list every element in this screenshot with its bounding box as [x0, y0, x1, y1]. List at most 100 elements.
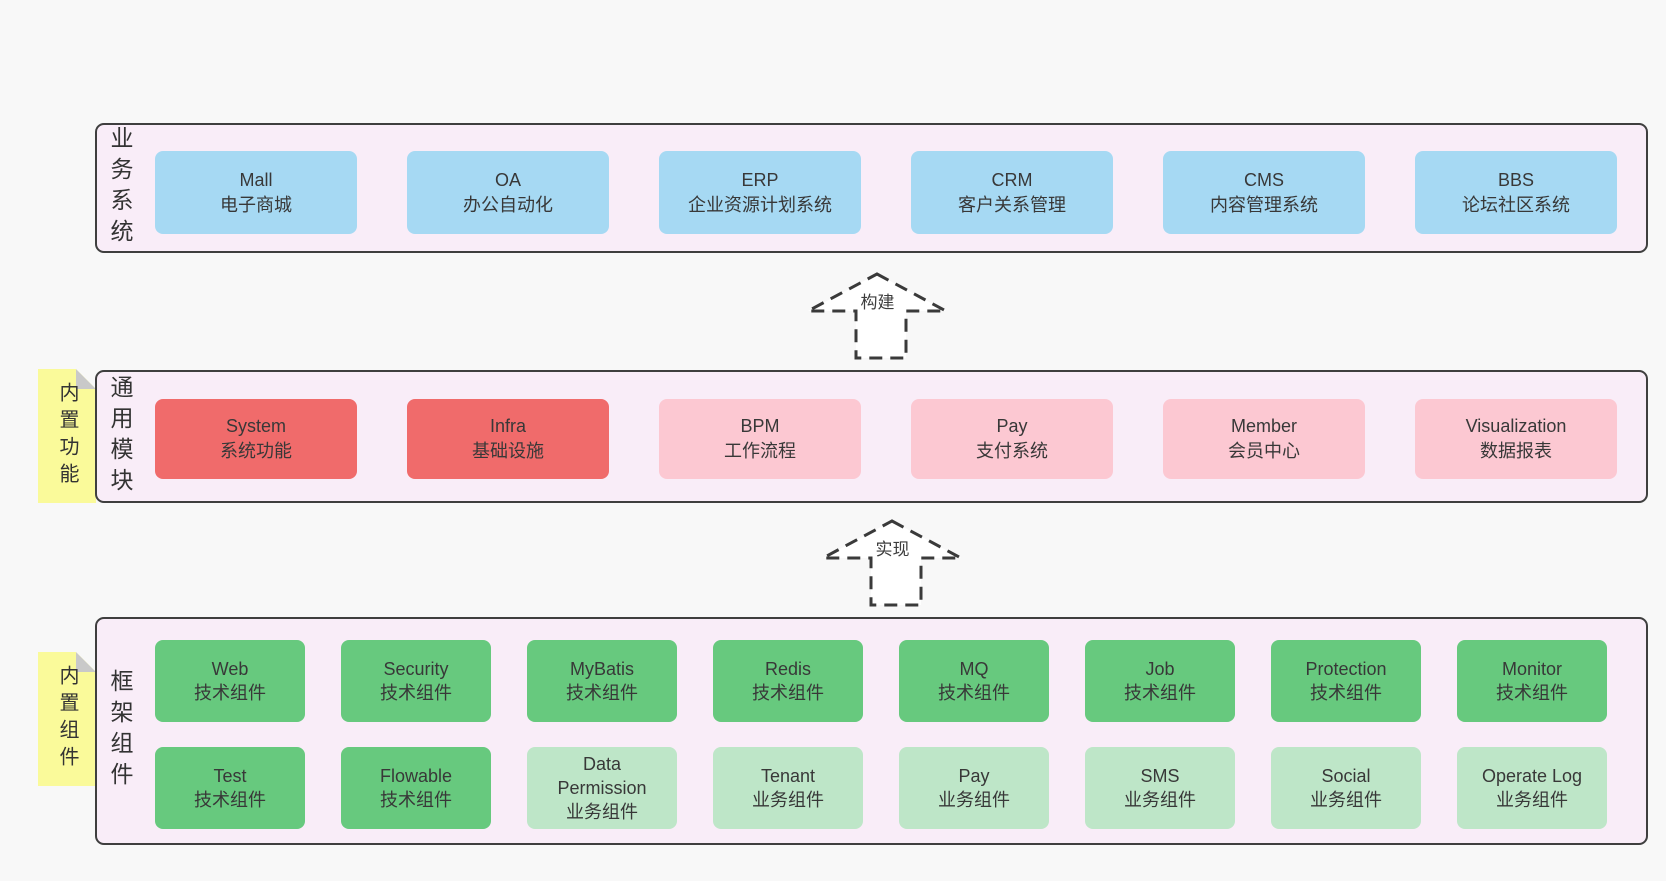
box-subtitle-zh: 客户关系管理 [958, 194, 1066, 215]
box-subtitle-zh: 内容管理系统 [1210, 194, 1318, 215]
box-subtitle-zh: 技术组件 [1310, 683, 1382, 703]
box-subtitle-zh: 电子商城 [220, 194, 292, 215]
box-title-en: CRM [991, 169, 1033, 190]
box-subtitle-zh: 数据报表 [1480, 441, 1552, 461]
up-arrow-icon [807, 272, 947, 360]
box-bpm: BPM 工作流程 [659, 399, 861, 479]
box-mall: Mall 电子商城 [155, 151, 357, 234]
box-pay: Pay 业务组件 [899, 747, 1049, 829]
box-infra: Infra 基础设施 [407, 399, 609, 479]
box-title-en: Redis [764, 659, 812, 679]
box-title-en: Visualization [1465, 416, 1567, 436]
box-title-en: Data Permission [557, 754, 647, 798]
box-subtitle-zh: 会员中心 [1228, 441, 1300, 461]
box-title-en: Protection [1305, 659, 1387, 679]
box-title-en: BBS [1497, 169, 1535, 190]
box-member: Member 会员中心 [1163, 399, 1365, 479]
sticky-fold-corner [76, 652, 96, 672]
build-arrow: 构建 [805, 270, 950, 362]
box-title-en: Operate Log [1481, 766, 1583, 786]
box-subtitle-zh: 基础设施 [472, 441, 544, 461]
box-security: Security 技术组件 [341, 640, 491, 722]
box-crm: CRM 客户关系管理 [911, 151, 1113, 234]
box-subtitle-zh: 技术组件 [752, 683, 824, 703]
box-title-en: Job [1145, 659, 1175, 679]
box-subtitle-zh: 技术组件 [380, 790, 452, 810]
sticky-label-built-in-components: 内置组件 [56, 665, 78, 773]
box-title-en: Monitor [1501, 659, 1563, 679]
box-subtitle-zh: 业务组件 [1124, 790, 1196, 810]
box-subtitle-zh: 技术组件 [194, 683, 266, 703]
box-title-en: Test [213, 766, 247, 786]
box-social: Social 业务组件 [1271, 747, 1421, 829]
box-title-en: Member [1230, 416, 1297, 436]
box-subtitle-zh: 工作流程 [724, 441, 796, 461]
box-operate-log: Operate Log 业务组件 [1457, 747, 1607, 829]
box-title-en: System [225, 416, 286, 436]
box-title-en: SMS [1140, 766, 1180, 786]
box-visualization: Visualization 数据报表 [1415, 399, 1617, 479]
box-tenant: Tenant 业务组件 [713, 747, 863, 829]
box-subtitle-zh: 技术组件 [1496, 683, 1568, 703]
box-title-en: Web [211, 659, 249, 679]
box-pay: Pay 支付系统 [911, 399, 1113, 479]
box-title-en: ERP [741, 169, 779, 190]
box-title-en: Pay [996, 416, 1028, 436]
box-bbs: BBS 论坛社区系统 [1415, 151, 1617, 234]
sticky-label-built-in-features: 内置功能 [56, 382, 78, 490]
box-title-en: Infra [489, 416, 527, 436]
box-subtitle-zh: 技术组件 [1124, 683, 1196, 703]
box-erp: ERP 企业资源计划系统 [659, 151, 861, 234]
box-cms: CMS 内容管理系统 [1163, 151, 1365, 234]
box-data-permission: Data Permission 业务组件 [527, 747, 677, 829]
box-title-en: OA [494, 169, 521, 190]
box-title-en: Mall [239, 169, 273, 190]
box-subtitle-zh: 业务组件 [938, 790, 1010, 810]
box-subtitle-zh: 技术组件 [566, 683, 638, 703]
box-mybatis: MyBatis 技术组件 [527, 640, 677, 722]
box-subtitle-zh: 业务组件 [1496, 790, 1568, 810]
box-monitor: Monitor 技术组件 [1457, 640, 1607, 722]
box-subtitle-zh: 业务组件 [1310, 790, 1382, 810]
box-subtitle-zh: 技术组件 [380, 683, 452, 703]
box-title-en: Tenant [760, 766, 816, 786]
box-title-en: Flowable [379, 766, 453, 786]
sticky-fold-corner [76, 369, 96, 389]
box-subtitle-zh: 技术组件 [194, 790, 266, 810]
box-title-en: BPM [740, 416, 780, 436]
box-title-en: MyBatis [569, 659, 634, 679]
box-redis: Redis 技术组件 [713, 640, 863, 722]
box-title-en: Social [1321, 766, 1371, 786]
box-job: Job 技术组件 [1085, 640, 1235, 722]
box-subtitle-zh: 论坛社区系统 [1462, 194, 1570, 215]
implement-arrow: 实现 [820, 517, 965, 609]
box-title-en: MQ [959, 659, 989, 679]
build-arrow-label: 构建 [857, 292, 898, 313]
up-arrow-icon [822, 519, 962, 607]
panel-label-common-modules: 通用模块 [107, 374, 133, 499]
box-subtitle-zh: 企业资源计划系统 [688, 194, 832, 215]
panel-label-framework-components: 框架组件 [107, 669, 133, 793]
box-subtitle-zh: 业务组件 [566, 802, 638, 822]
box-subtitle-zh: 技术组件 [938, 683, 1010, 703]
box-subtitle-zh: 业务组件 [752, 790, 824, 810]
box-mq: MQ 技术组件 [899, 640, 1049, 722]
box-subtitle-zh: 支付系统 [976, 441, 1048, 461]
panel-label-business-systems: 业务系统 [107, 126, 133, 250]
sticky-note-built-in-components: 内置组件 [38, 652, 96, 786]
box-title-en: CMS [1244, 169, 1284, 190]
box-sms: SMS 业务组件 [1085, 747, 1235, 829]
box-title-en: Pay [958, 766, 990, 786]
sticky-note-built-in-features: 内置功能 [38, 369, 96, 503]
implement-arrow-label: 实现 [872, 539, 913, 560]
box-web: Web 技术组件 [155, 640, 305, 722]
box-title-en: Security [383, 659, 449, 679]
